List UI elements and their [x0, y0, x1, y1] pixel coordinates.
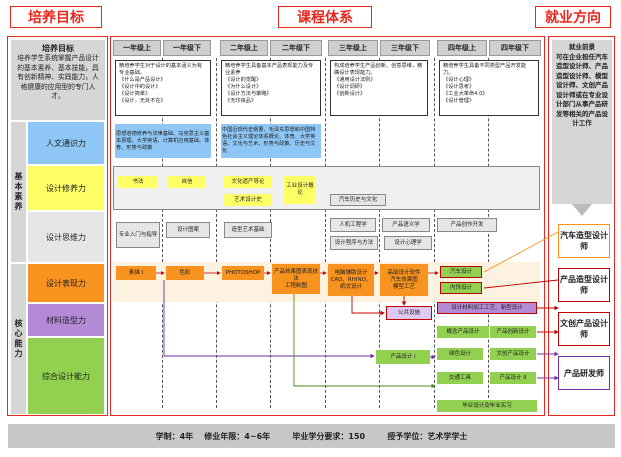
course-public-design: 公共设施: [386, 306, 432, 320]
job-product-developer: 产品研发师: [558, 356, 610, 390]
course-green-design: 绿色设计: [437, 348, 483, 360]
course-design-psych: 设计心理学: [384, 236, 432, 250]
ability-design-thinking: 设计思维力: [28, 212, 104, 262]
course-ergonomics: 人机工程学: [330, 218, 376, 232]
year1-note: 精培养学生对于设计的基本涵义为有专业基础。 《什么是产品设计》 《设计中的设计》…: [115, 60, 211, 116]
separator-y3-y4: [434, 58, 435, 408]
employment-intro: 就业前景 可在企业担任汽车造型设计师、产品造型设计师、模型设计师、文创产品设计师…: [552, 40, 612, 204]
course-render: 产品效果图表现技法 工程制图: [272, 264, 320, 294]
separator-y2-y3: [325, 58, 326, 408]
ability-design-cultivation: 设计修养力: [28, 166, 104, 210]
goal-panel: 培养目标 培养学生系统掌握产品设计的基本素养、基本技能，具有创新精神、实践能力，…: [11, 40, 105, 120]
course-interior: 内饰设计: [440, 282, 482, 294]
goal-title: 培养目标: [42, 44, 74, 53]
header-goal: 培养目标: [10, 6, 102, 28]
semester-y4b: 四年级下: [489, 40, 541, 56]
red-flow-line: [351, 296, 385, 316]
course-product-innovation: 产品创新设计: [490, 326, 536, 338]
side-label-core: 核心能力: [11, 264, 26, 414]
semester-y4a: 四年级上: [437, 40, 487, 56]
course-form-basic: 造型艺术基础: [224, 222, 272, 238]
header-employment: 就业方向: [535, 6, 611, 28]
course-sketch-i: 素描 I: [116, 266, 156, 280]
course-sketch: 书法: [118, 176, 158, 188]
goal-frame: [7, 36, 108, 416]
cultivation-band: [113, 166, 540, 210]
course-color: 色彩: [166, 266, 204, 280]
year4-note: 精培养学生具备不同类型产品开发能力。 《设计心理》 《设计思考》 《工业大革命4…: [439, 60, 539, 116]
curriculum-frame: [110, 36, 545, 416]
green-flow-line: [293, 294, 436, 389]
course-auto-design: 汽车设计: [440, 266, 482, 278]
course-material-process: 设计材料加工工艺、新型设计: [437, 302, 537, 314]
course-product-semantics: 产品语义学: [382, 218, 430, 232]
course-design-pattern: 设计图案: [166, 222, 210, 238]
semester-y1a: 一年级上: [113, 40, 161, 56]
ability-design-expression: 设计表现力: [28, 264, 104, 302]
course-industrial-design: 工业设计概论: [284, 176, 316, 204]
ability-material-forming: 材料造型力: [28, 304, 104, 336]
goal-text: 培养学生系统掌握产品设计的基本素养、基本技能，具有创新精神、实践能力，人格健康的…: [17, 54, 99, 100]
course-product-design-ii: 产品设计 II: [490, 372, 536, 384]
separator-y1: [162, 58, 163, 408]
general-ed-year1: 思想道德修养与法律基础、马克思主义基本原理、大学英语、计算机应用基础、体育、形势…: [115, 124, 211, 158]
header-curriculum: 课程体系: [278, 6, 372, 28]
semester-y1b: 一年级下: [163, 40, 211, 56]
ability-humanities: 人文通识力: [28, 122, 104, 164]
purple-flow-line: [163, 280, 375, 359]
course-transport: 交通工具: [437, 372, 483, 384]
separator-y1-y2: [216, 58, 217, 408]
employment-arrow-down: [572, 204, 592, 216]
course-cultural-product: 文创产品设计: [490, 348, 536, 360]
employment-frame: [548, 36, 615, 416]
course-self: 自信: [168, 176, 206, 188]
course-culture-heritage: 文化遗产导论: [224, 176, 272, 188]
job-cultural-product-designer: 文创产品设计师: [558, 312, 610, 346]
separator-y4: [488, 58, 489, 408]
side-label-basic: 基本素养: [11, 122, 26, 262]
employment-arrow: [483, 279, 559, 289]
course-design-program: 设计程序与方法: [330, 236, 378, 250]
course-product-dev: 产品创作开发: [437, 218, 497, 232]
course-concept-product: 概念产品设计: [437, 326, 489, 338]
course-art-design-history: 艺术设计史: [224, 194, 272, 206]
course-auto-culture: 汽车历史与文化: [330, 194, 386, 206]
job-product-stylist: 产品造型设计师: [558, 268, 610, 302]
general-ed-year2: 中国近现代史纲要、毛泽东思想和中国特色社会主义理论体系概论、体育、大学英语、文化…: [221, 124, 321, 158]
employment-arrow: [483, 231, 559, 273]
semester-y3a: 三年级上: [328, 40, 378, 56]
year2-note: 精培养学生具备基本产品表现能力及专业素养 《设计的觉醒》 《为什么设计》 《设计…: [221, 60, 321, 116]
separator-y3: [379, 58, 380, 408]
ability-integrated-design: 综合设计能力: [28, 338, 104, 414]
course-advanced-software: 高级设计软件 汽车效果图 模型工艺: [380, 264, 428, 296]
course-cad: 电脑辅助设计 CAD、RHINO、纸式设计: [328, 264, 374, 296]
course-intro: 专业入门与指导: [116, 222, 160, 248]
course-photoshop: PHOTOSHOP: [222, 266, 264, 280]
job-auto-stylist: 汽车造型设计师: [558, 224, 610, 258]
semester-y2b: 二年级下: [270, 40, 322, 56]
course-product-design-i: 产品设计 I: [376, 350, 430, 364]
semester-y3b: 三年级下: [380, 40, 430, 56]
course-graduation: 毕业设计及毕业实习: [437, 400, 537, 412]
semester-y2a: 二年级上: [220, 40, 268, 56]
year3-note: 构成培养学生产品创新、创意思维，精确设计表现能力。 《通用设计法则》 《设计调研…: [330, 60, 428, 116]
footer: 学制：4年 修业年限：4~6年 毕业学分要求：150 授予学位：艺术学学士: [8, 424, 615, 448]
